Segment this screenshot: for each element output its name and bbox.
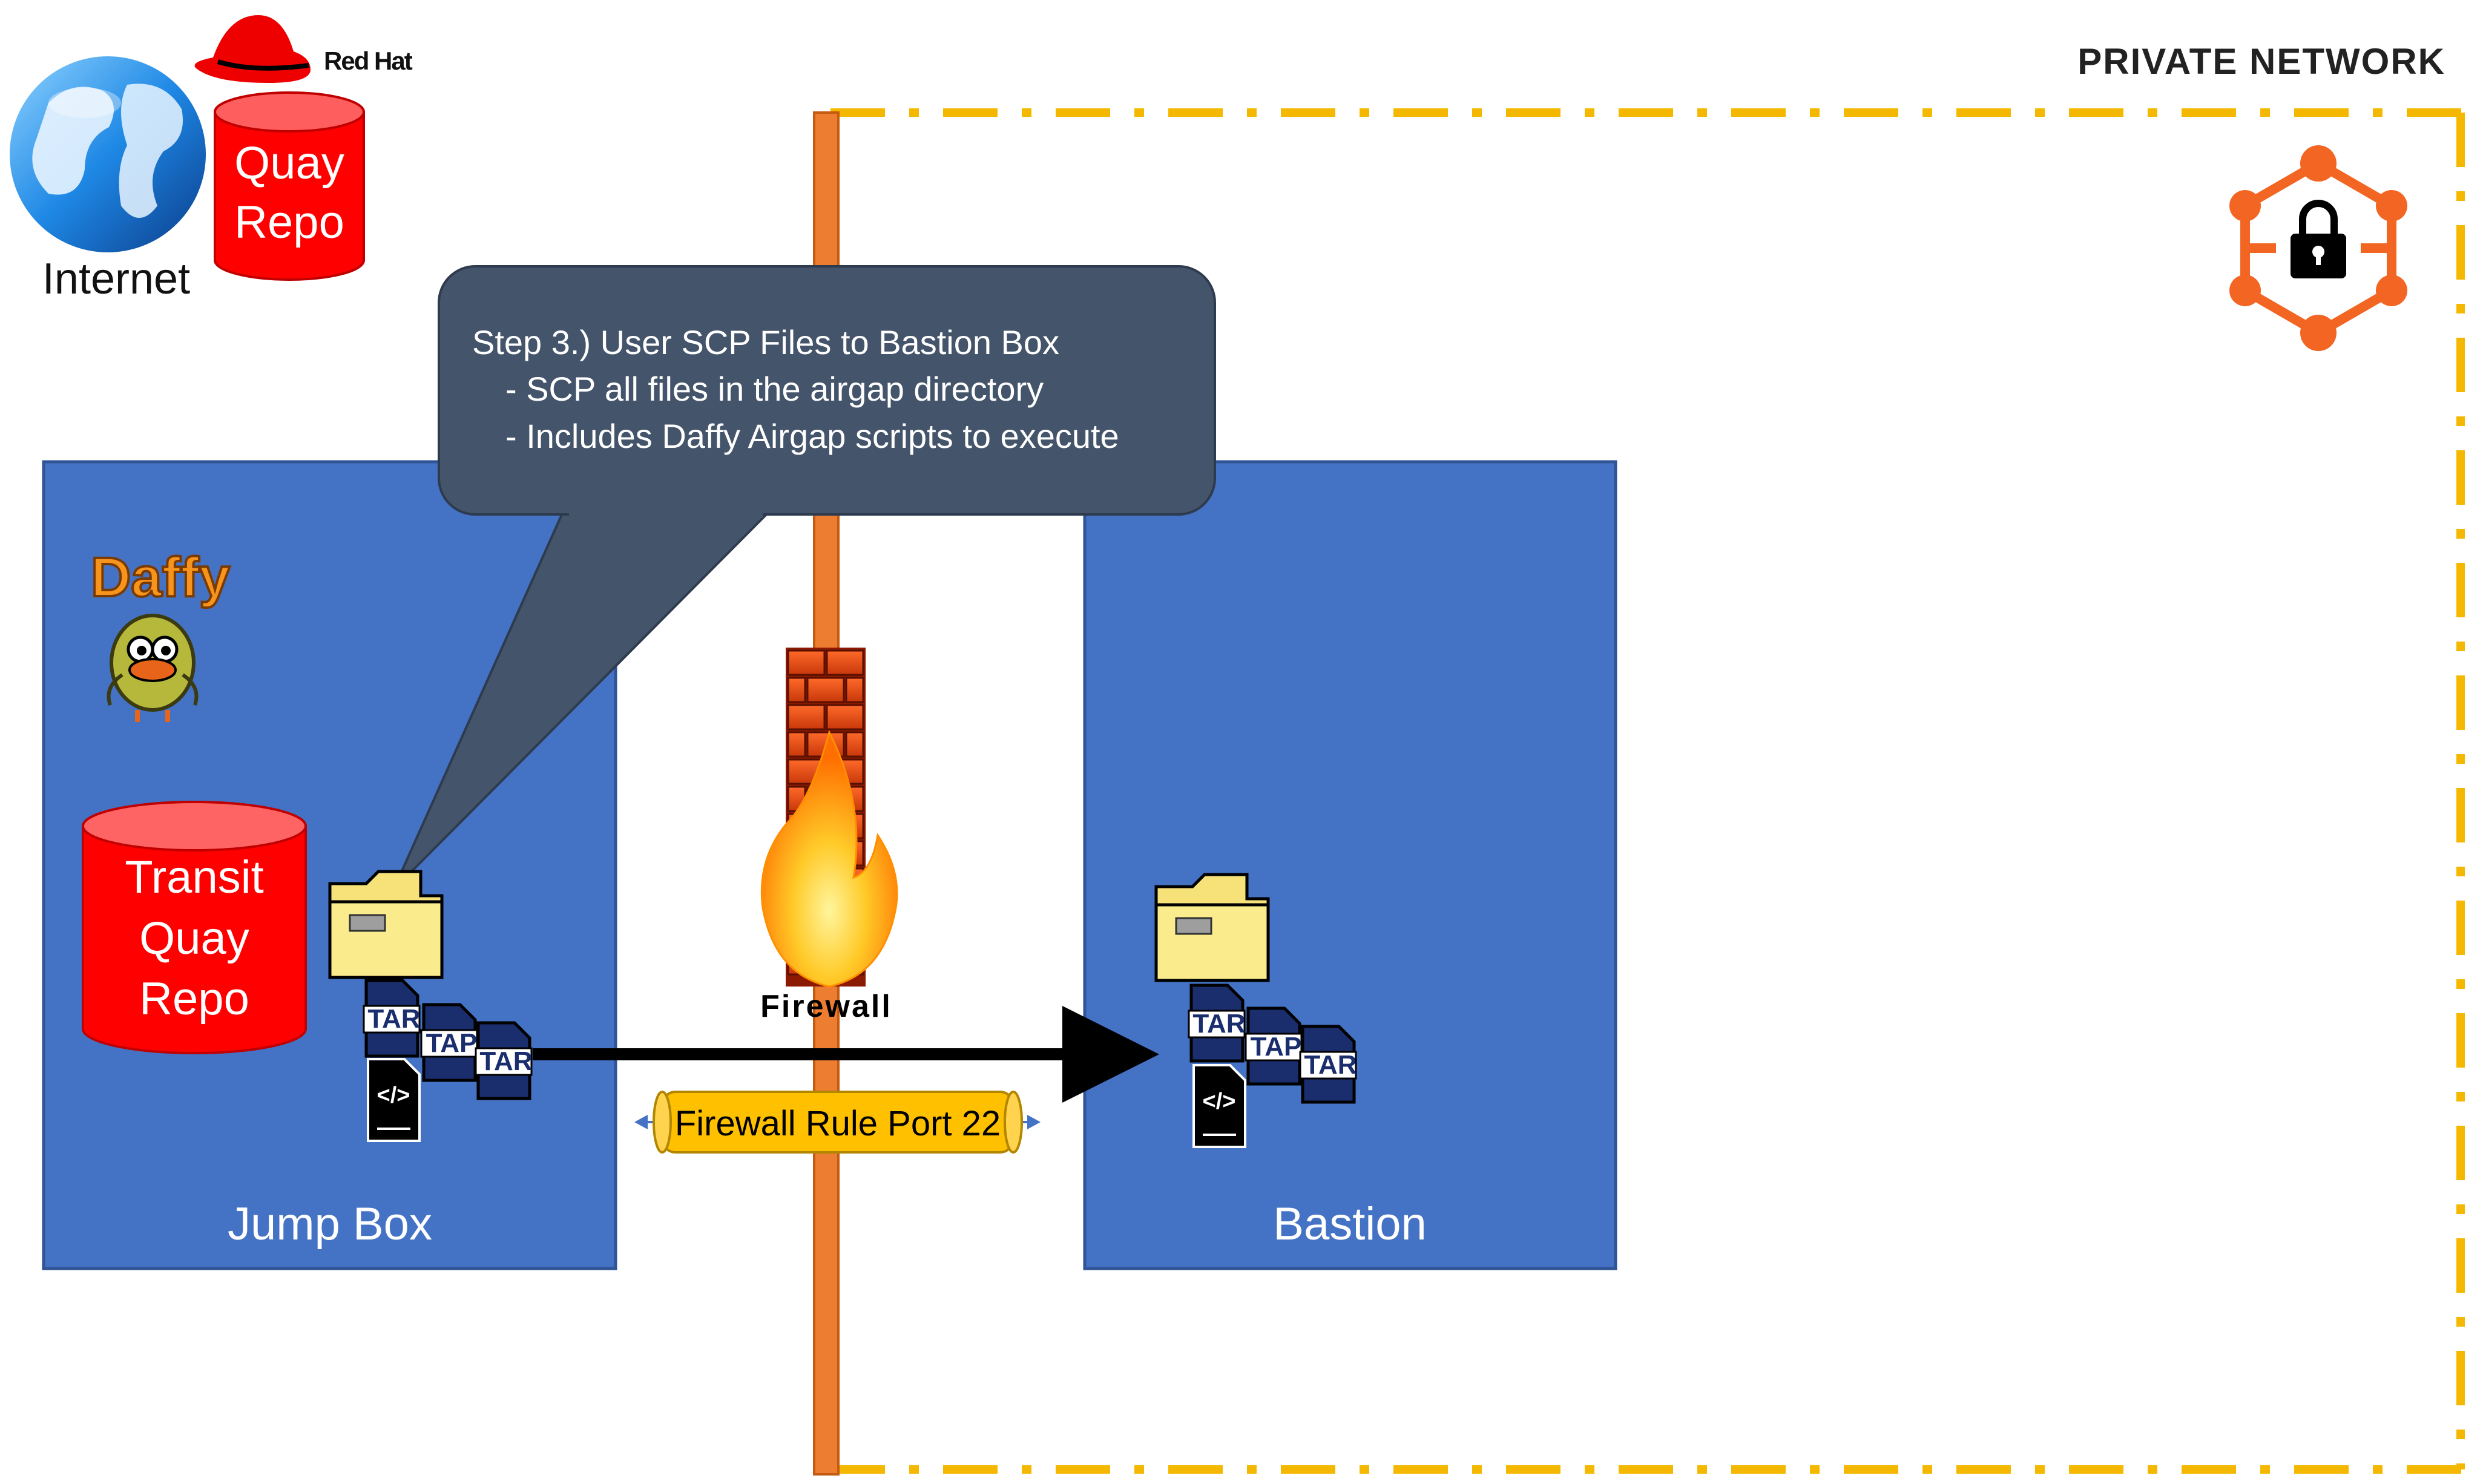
firewall-rule-label: Firewall Rule Port 22 <box>675 1104 1001 1143</box>
callout-bubble <box>392 265 1216 891</box>
transit-quay-repo-cylinder <box>82 801 307 1054</box>
bastion-panel <box>1083 460 1617 1270</box>
jump-tar-label-3: TAR <box>479 1046 532 1076</box>
callout-bullet-2: - Includes Daffy Airgap scripts to execu… <box>505 417 1119 455</box>
daffy-logo: Daffy <box>91 547 230 608</box>
quay-repo-label-line2: Repo <box>234 197 344 248</box>
quay-repo-cylinder <box>214 91 365 281</box>
private-network-label: PRIVATE NETWORK <box>2077 41 2445 82</box>
redhat-wordmark: Red Hat <box>324 47 413 75</box>
transit-repo-label-line1: Transit <box>125 852 263 903</box>
jump-folder-icon <box>328 870 444 979</box>
bastion-folder-icon <box>1154 873 1270 982</box>
firewall-rule-pill <box>653 1091 1023 1154</box>
bastion-tar-label-3: TAR <box>1304 1050 1357 1080</box>
callout-title: Step 3.) User SCP Files to Bastion Box <box>472 323 1059 361</box>
jump-box-label: Jump Box <box>228 1198 432 1250</box>
duck-mascot-icon <box>107 614 199 722</box>
bastion-tar-label-1: TAR <box>1192 1009 1245 1039</box>
bastion-tap-label: TAP <box>1251 1032 1302 1062</box>
private-network-boundary <box>830 108 2473 1474</box>
jump-tar-file-icon-3 <box>475 1021 533 1100</box>
jump-tap-label: TAP <box>426 1028 478 1058</box>
network-lock-icon <box>2229 145 2407 351</box>
internet-label: Internet <box>42 255 190 303</box>
flame-icon <box>760 729 898 988</box>
quay-repo-label-line1: Quay <box>234 137 344 189</box>
callout-bullet-1: - SCP all files in the airgap directory <box>505 370 1044 408</box>
transit-repo-label-line3: Repo <box>139 973 249 1025</box>
bastion-tar-file-icon-1 <box>1188 983 1246 1063</box>
bastion-tar-file-icon-2 <box>1245 1006 1303 1086</box>
firewall-label: Firewall <box>760 989 892 1024</box>
redhat-logo <box>194 15 311 83</box>
bastion-script-file-icon <box>1192 1064 1246 1148</box>
jump-tar-label-1: TAR <box>367 1004 420 1034</box>
jump-tar-file-icon-1 <box>363 979 421 1058</box>
jump-script-glyph: </> <box>377 1083 410 1108</box>
jump-script-file-icon <box>367 1058 421 1142</box>
bastion-tar-file-icon-3 <box>1299 1025 1357 1104</box>
bastion-label: Bastion <box>1273 1198 1427 1250</box>
bastion-script-glyph: </> <box>1203 1089 1236 1114</box>
globe-icon <box>10 56 206 252</box>
transit-repo-label-line2: Quay <box>139 913 249 964</box>
